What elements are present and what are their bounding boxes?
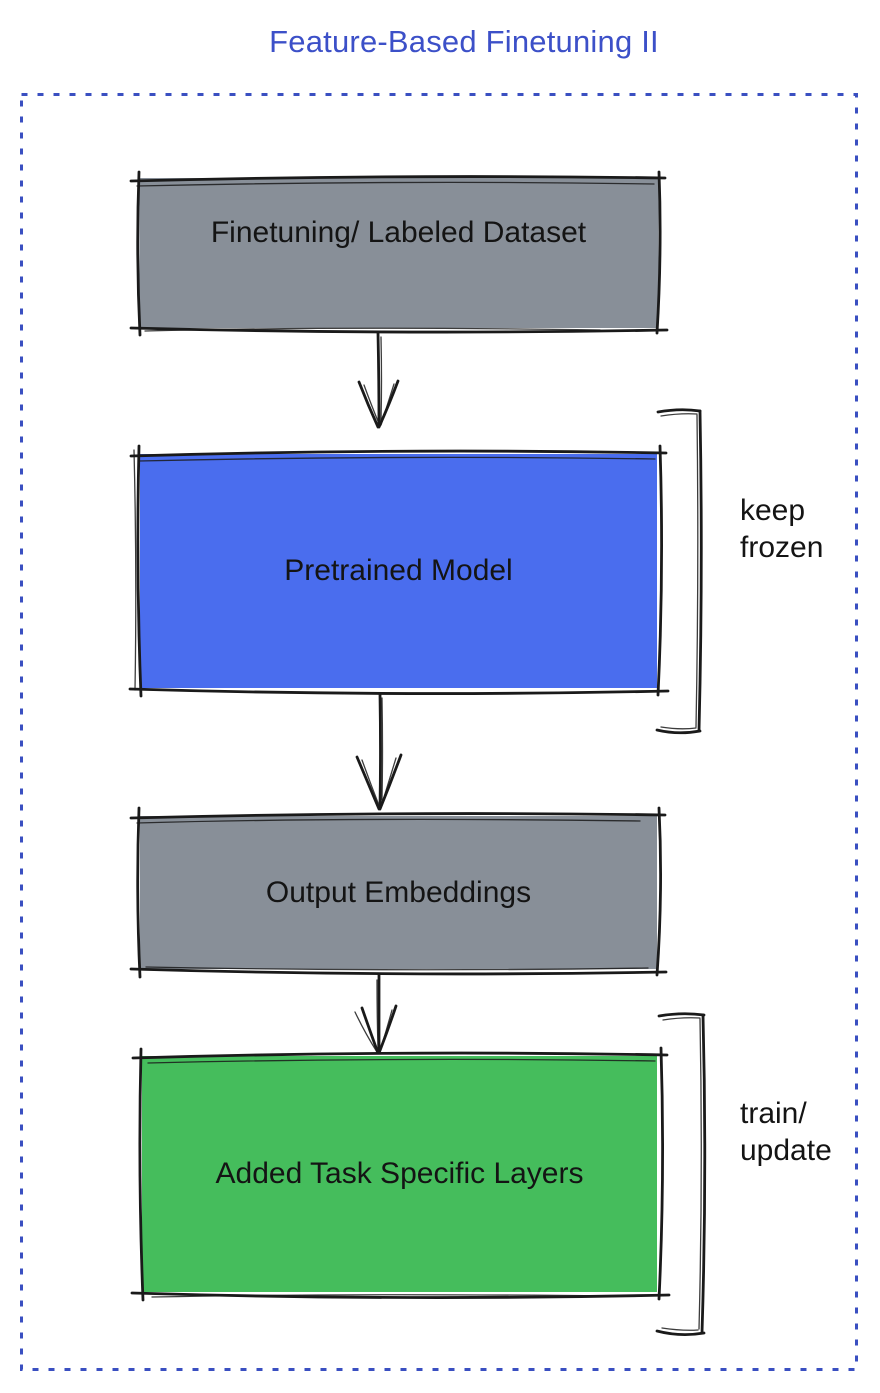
box-label-output-embeddings: Output Embeddings <box>137 813 660 972</box>
box-label-text: Finetuning/ Labeled Dataset <box>210 216 587 249</box>
annotation-line: keep <box>740 494 806 527</box>
annotation-train-update: train/ update <box>740 1095 832 1169</box>
bracket-train-update <box>655 1012 707 1336</box>
box-label-text: Output Embeddings <box>265 875 532 909</box>
page-title: Feature-Based Finetuning II <box>269 24 659 59</box>
annotation-line: update <box>740 1134 832 1167</box>
box-label-text: Pretrained Model <box>284 554 513 587</box>
box-label-pretrained-model: Pretrained Model <box>137 451 660 691</box>
annotation-line: train/ <box>740 1097 807 1130</box>
arrow-down-3 <box>354 973 398 1055</box>
annotation-keep-frozen: keep frozen <box>740 492 823 566</box>
arrow-down-1 <box>357 331 400 429</box>
annotation-line: frozen <box>740 531 824 564</box>
box-label-finetuning-dataset: Finetuning/ Labeled Dataset <box>137 176 660 330</box>
box-label-added-task-layers: Added Task Specific Layers <box>139 1053 660 1295</box>
arrow-down-2 <box>355 692 403 811</box>
box-label-text: Added Task Specific Layers <box>215 1157 584 1190</box>
bracket-keep-frozen <box>655 408 703 735</box>
